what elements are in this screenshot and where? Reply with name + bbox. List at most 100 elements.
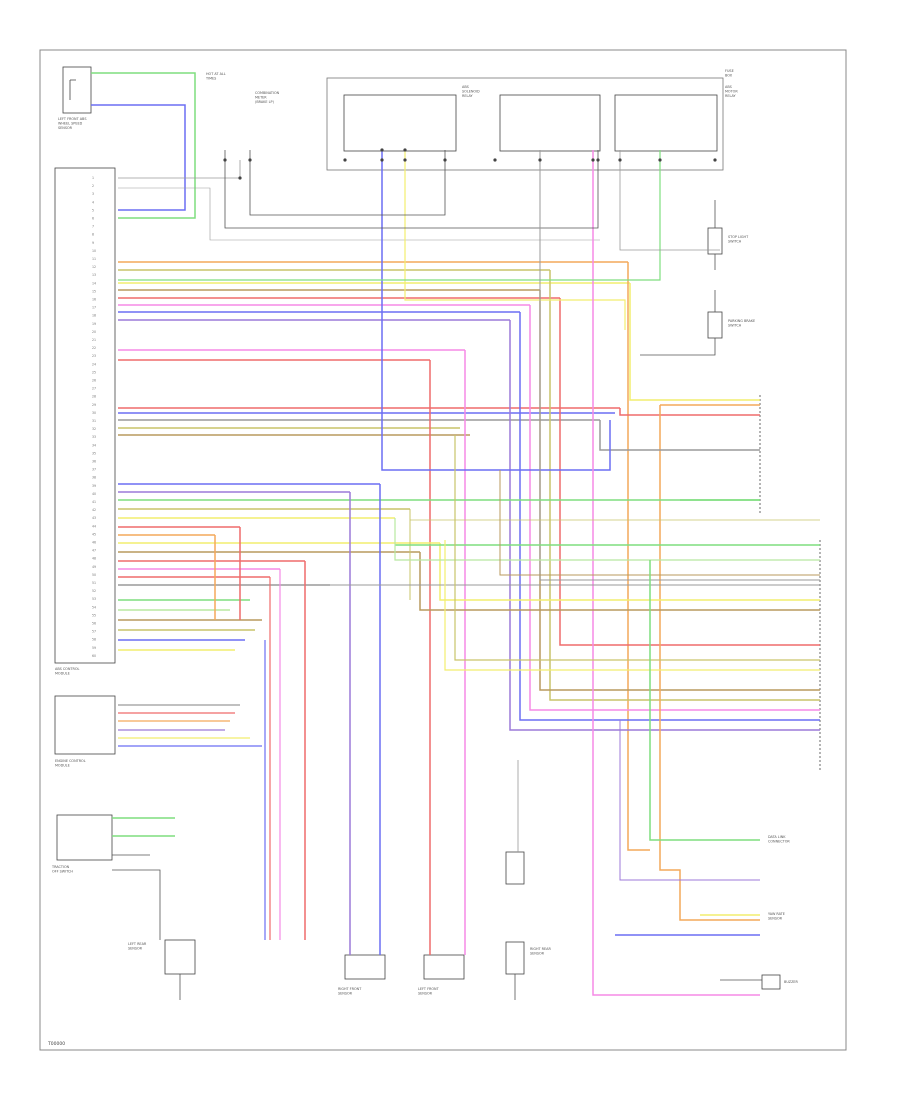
wire-gray-relay3 bbox=[539, 150, 820, 581]
pin-number: 19 bbox=[92, 322, 96, 326]
pin-number: 14 bbox=[92, 281, 96, 285]
pin-number: 37 bbox=[92, 468, 96, 472]
pin-number: 50 bbox=[92, 573, 96, 577]
wire-pink-relay bbox=[592, 150, 760, 996]
pin-number: 25 bbox=[92, 370, 96, 374]
wire-lf-sensor-green bbox=[91, 72, 196, 219]
rf-sensor-box bbox=[344, 954, 386, 980]
pin-number: 48 bbox=[92, 557, 96, 561]
pin-number: 3 bbox=[92, 192, 94, 196]
splice-dot bbox=[223, 158, 227, 162]
wire-purple-down bbox=[509, 320, 820, 731]
diagram-border bbox=[39, 49, 847, 1051]
pin-number: 1 bbox=[92, 176, 94, 180]
components bbox=[54, 66, 821, 990]
wire-yellow-relay bbox=[404, 150, 626, 330]
pin-number: 51 bbox=[92, 581, 96, 585]
fuse-relay-box bbox=[614, 94, 718, 152]
wire-yellow4-right bbox=[439, 543, 820, 601]
splice-dots bbox=[223, 148, 717, 180]
splice-dot bbox=[591, 158, 595, 162]
wire-blue-relay bbox=[381, 150, 611, 471]
wire-pink-down bbox=[529, 305, 820, 711]
pin-number: 44 bbox=[92, 524, 96, 528]
pin-number: 22 bbox=[92, 346, 96, 350]
pin-number: 55 bbox=[92, 613, 96, 617]
relay-block-outline bbox=[326, 77, 724, 171]
abs-control-module-box bbox=[54, 167, 116, 664]
engine-control-box bbox=[54, 695, 116, 755]
splice-dot bbox=[618, 158, 622, 162]
wire-red3-right bbox=[619, 408, 760, 416]
traction-switch-box bbox=[56, 814, 113, 861]
splice-dot bbox=[343, 158, 347, 162]
wire-olive-down2 bbox=[454, 435, 820, 661]
splice-dot bbox=[596, 158, 600, 162]
pin-number: 24 bbox=[92, 362, 96, 366]
rr-sensor-box bbox=[505, 941, 525, 975]
pin-number: 33 bbox=[92, 435, 96, 439]
pin-number: 47 bbox=[92, 549, 96, 553]
pin-number: 32 bbox=[92, 427, 96, 431]
wire-yellow-down bbox=[629, 283, 760, 401]
pin-number: 60 bbox=[92, 654, 96, 658]
pin-number: 40 bbox=[92, 492, 96, 496]
pin-number: 46 bbox=[92, 541, 96, 545]
pin-number: 16 bbox=[92, 298, 96, 302]
pin-number: 59 bbox=[92, 646, 96, 650]
wire-purple-right5 bbox=[619, 720, 760, 881]
wire-top-gray-2 bbox=[118, 187, 600, 241]
buzzer-box bbox=[761, 974, 781, 990]
pin-number: 31 bbox=[92, 419, 96, 423]
pin-number: 54 bbox=[92, 605, 96, 609]
splice-dot bbox=[658, 158, 662, 162]
pin-number: 29 bbox=[92, 403, 96, 407]
labels: 1234567891011121314151617181920212223242… bbox=[51, 69, 799, 996]
wire-green-right4 bbox=[649, 560, 760, 841]
pin-number: 20 bbox=[92, 330, 96, 334]
pin-number: 6 bbox=[92, 217, 94, 221]
wire-yellow-down2 bbox=[444, 540, 820, 671]
wire-orange-r-down bbox=[659, 405, 760, 921]
wire-dark-relay bbox=[224, 150, 599, 229]
parking-brake-switch-box bbox=[707, 311, 723, 339]
wire-brown4-right bbox=[419, 552, 820, 611]
pin-number: 38 bbox=[92, 476, 96, 480]
wire-brown-down bbox=[539, 290, 820, 691]
splice-dot bbox=[248, 158, 252, 162]
splice-dot bbox=[713, 158, 717, 162]
pin-number: 56 bbox=[92, 622, 96, 626]
pin-number: 57 bbox=[92, 630, 96, 634]
pin-number: 5 bbox=[92, 208, 94, 212]
pin-number: 21 bbox=[92, 338, 96, 342]
wire-gray-relay4 bbox=[619, 150, 720, 251]
wire-blue-down bbox=[519, 312, 820, 721]
splice-dot bbox=[380, 148, 384, 152]
splice-dot bbox=[538, 158, 542, 162]
lf-sensor-box bbox=[423, 954, 465, 980]
wire-green-relay bbox=[118, 150, 661, 281]
wire-lgreen-right bbox=[394, 518, 820, 561]
pin-number: 34 bbox=[92, 443, 96, 447]
pin-number: 39 bbox=[92, 484, 96, 488]
yaw-sensor-box bbox=[505, 851, 525, 885]
splice-dot bbox=[403, 158, 407, 162]
wire-lf-sensor-blue bbox=[91, 104, 186, 211]
wire-dark-relay2 bbox=[249, 150, 446, 216]
splice-dot bbox=[403, 148, 407, 152]
wire-traction-4 bbox=[112, 869, 161, 940]
pin-number: 36 bbox=[92, 460, 96, 464]
pin-number: 26 bbox=[92, 379, 96, 383]
wire-gray-r bbox=[599, 420, 760, 451]
switch-top-left bbox=[62, 66, 92, 114]
pin-number: 8 bbox=[92, 233, 94, 237]
